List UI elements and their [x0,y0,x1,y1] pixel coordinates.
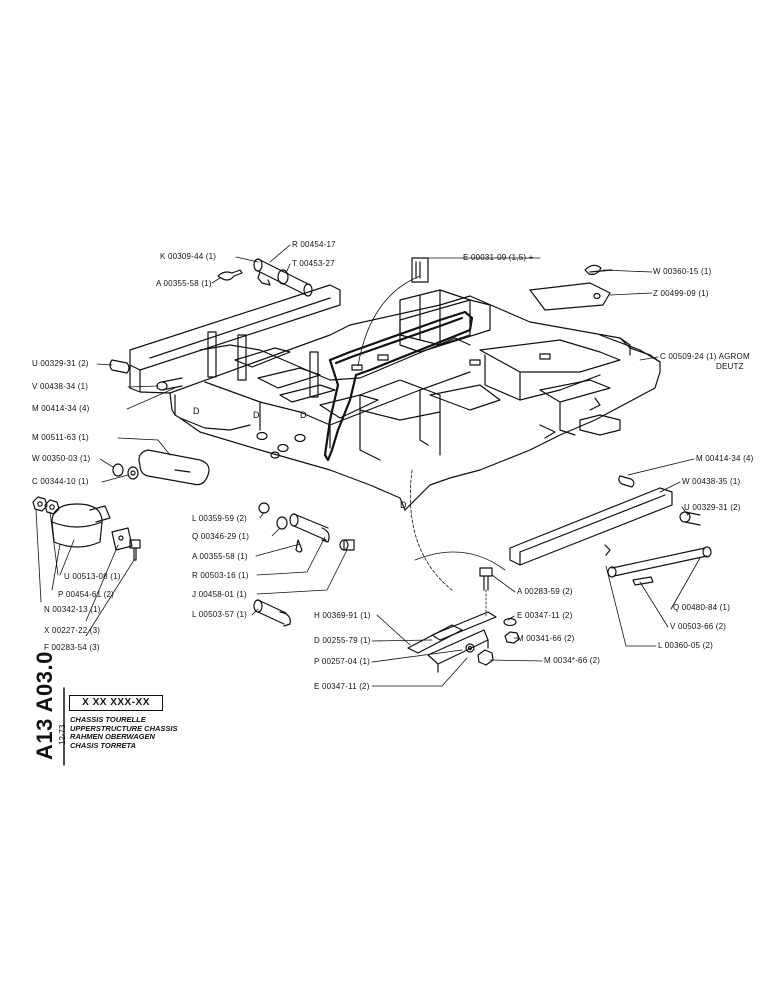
d-markings: D D D D [193,406,407,510]
callout-a00355-58-top: A 00355-58 (1) [156,279,212,288]
callout-t00453-27: T 00453-27 [292,259,335,268]
bottom-bracket [407,567,520,673]
callout-u00329-31-right: U 00329-31 (2) [684,503,741,512]
title-de: RAHMEN OBERWAGEN [70,732,155,741]
title-fr: CHASSIS TOURELLE [70,715,146,724]
strut-rod [604,544,712,586]
callout-u00513-08: U 00513-08 (1) [64,572,121,581]
callout-z00499-09: Z 00499-09 (1) [653,289,709,298]
callout-d00255-79: D 00255-79 (1) [314,636,371,645]
revision-date: 12-73 [58,705,70,745]
chassis-frame [129,284,661,511]
cover-plate [529,264,613,311]
revision-date-text: 12-73 [58,724,67,745]
callout-p00257-04: P 00257-04 (1) [314,657,371,666]
right-channel [509,475,701,566]
callout-w00350-03: W 00350-03 (1) [32,454,91,463]
left-pins [109,359,183,391]
svg-text:D: D [300,410,307,420]
callout-l00503-57: L 00503-57 (1) [192,610,247,619]
callout-e00031-09: E 00031-09 (1,5) + [463,253,534,262]
svg-text:D: D [253,410,260,420]
document-number: X XX XXX-XX [69,695,163,711]
callout-q00480-84: Q 00480-84 (1) [673,603,731,612]
callout-deutz: DEUTZ [716,362,744,371]
callout-m00414-34-left: M 00414-34 (4) [32,404,90,413]
page-reference-code: A13 A03.0 [32,620,57,760]
callout-e00347-11-bottom: E 00347-11 (2) [314,682,370,691]
callout-l00360-05: L 00360-05 (2) [658,641,713,650]
callout-f00283-54: F 00283-54 (3) [44,643,100,652]
callout-q00346-29: Q 00346-29 (1) [192,532,250,541]
callout-m00414-34-right: M 00414-34 (4) [696,454,754,463]
middle-parts [253,502,355,627]
callout-e00347-11-right: E 00347-11 (2) [517,611,573,620]
svg-text:D: D [193,406,200,416]
callout-h00369-91: H 00369-91 (1) [314,611,371,620]
callout-w00438-35: W 00438-35 (1) [682,477,741,486]
callout-l00359-59: L 00359-59 (2) [192,514,247,523]
callout-j00458-01: J 00458-01 (1) [192,590,247,599]
callout-c00509-24: C 00509-24 (1) AGROM [660,352,750,361]
title-es: CHASIS TORRETA [70,740,136,750]
callout-m00511-63: M 00511-63 (1) [32,433,89,442]
seal-strip [323,310,474,462]
callout-a00283-59: A 00283-59 (2) [517,587,573,596]
callout-r00503-16: R 00503-16 (1) [192,571,249,580]
left-parts [32,449,210,561]
callout-r00454-17: R 00454-17 [292,240,336,249]
page-reference-text: A13 A03.0 [32,651,57,760]
callout-x00227-22: X 00227-22 (3) [44,626,101,635]
callout-m00341-66-b: M 0034*-66 (2) [544,656,601,665]
svg-text:D: D [400,500,407,510]
document-titles: CHASSIS TOURELLE UPPERSTRUCTURE CHASSIS … [70,715,178,750]
callout-w00360-15: W 00360-15 (1) [653,267,712,276]
callout-v00438-34: V 00438-34 (1) [32,382,89,391]
callout-v00503-66: V 00503-66 (2) [670,622,727,631]
callout-m00341-66-a: M 00341-66 (2) [517,634,575,643]
callout-p00454-61: P 00454-61 (2) [58,590,115,599]
leader-lines [35,244,701,687]
pin-assembly-top [217,258,313,297]
callout-u00329-31-left: U 00329-31 (2) [32,359,89,368]
callout-a00355-58-mid: A 00355-58 (1) [192,552,248,561]
callout-n00342-13: N 00342-13 (1) [44,605,101,614]
title-en: UPPERSTRUCTURE CHASSIS [70,723,178,733]
callout-k00309-44: K 00309-44 (1) [160,252,217,261]
callout-c00344-10: C 00344-10 (1) [32,477,89,486]
